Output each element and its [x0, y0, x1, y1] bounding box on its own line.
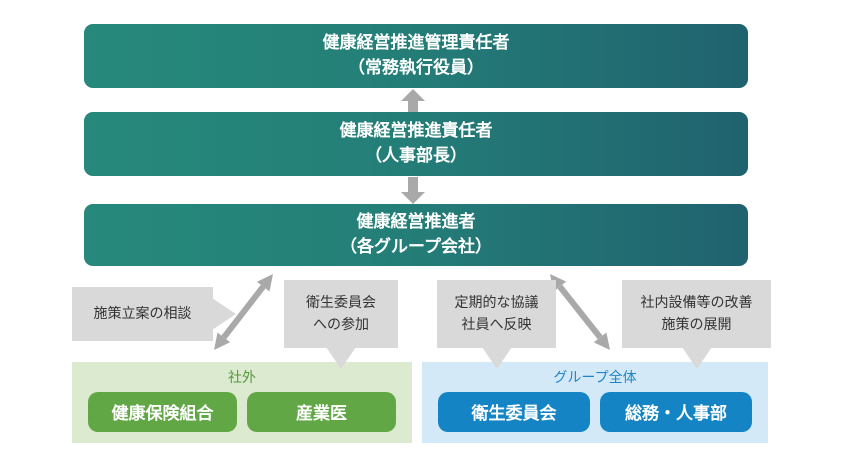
outside-group-box: 社外 健康保険組合 産業医: [72, 362, 412, 443]
callout-tail-right: [212, 298, 236, 330]
callout-text-line1: 衛生委員会: [306, 294, 376, 311]
bar-subtitle: （人事部長）: [365, 146, 467, 165]
callout-facility-improvement: 社内設備等の改善 施策の展開: [622, 280, 771, 369]
callout-text-line2: への参加: [313, 316, 369, 332]
company-group-box: グループ全体 衛生委員会 総務・人事部: [422, 362, 768, 443]
callout-text-line2: 社員へ反映: [461, 316, 532, 332]
callout-text-line1: 社内設備等の改善: [640, 294, 753, 311]
button-general-affairs-hr: 総務・人事部: [600, 391, 752, 432]
org-bar-health-promotion-manager: 健康経営推進責任者 （人事部長）: [84, 112, 748, 176]
callout-policy-consultation: 施策立案の相談: [72, 287, 236, 341]
callout-text-line2: 施策の展開: [661, 316, 732, 332]
company-group-title: グループ全体: [553, 369, 637, 385]
button-health-committee: 衛生委員会: [438, 391, 590, 432]
callout-periodic-consultation: 定期的な協議 社員へ反映: [437, 280, 556, 369]
callout-committee-participation: 衛生委員会 への参加: [284, 280, 398, 369]
outside-group-title: 社外: [228, 369, 256, 385]
down-arrow-icon: [401, 177, 425, 204]
bar-subtitle: （各グループ会社）: [340, 237, 492, 256]
org-bar-chief-health-officer: 健康経営推進管理責任者 （常務執行役員）: [84, 24, 748, 88]
button-occupational-physician: 産業医: [247, 391, 396, 432]
bar-title: 健康経営推進管理責任者: [322, 33, 510, 53]
callout-tail-down: [481, 347, 512, 369]
up-arrow-icon: [401, 89, 425, 112]
callout-tail-down: [681, 347, 712, 369]
bar-title: 健康経営推進者: [356, 212, 476, 232]
button-health-insurance-union: 健康保険組合: [88, 391, 237, 432]
callout-text: 施策立案の相談: [93, 305, 192, 322]
bar-subtitle: （常務執行役員）: [348, 58, 484, 77]
callout-text-line1: 定期的な協議: [454, 294, 539, 311]
org-bar-health-promoters: 健康経営推進者 （各グループ会社）: [84, 204, 748, 266]
bar-title: 健康経営推進責任者: [339, 121, 493, 141]
callout-tail-down: [326, 347, 356, 369]
outside-pill-row: 健康保険組合 産業医: [72, 386, 412, 432]
company-pill-row: 衛生委員会 総務・人事部: [422, 386, 768, 432]
